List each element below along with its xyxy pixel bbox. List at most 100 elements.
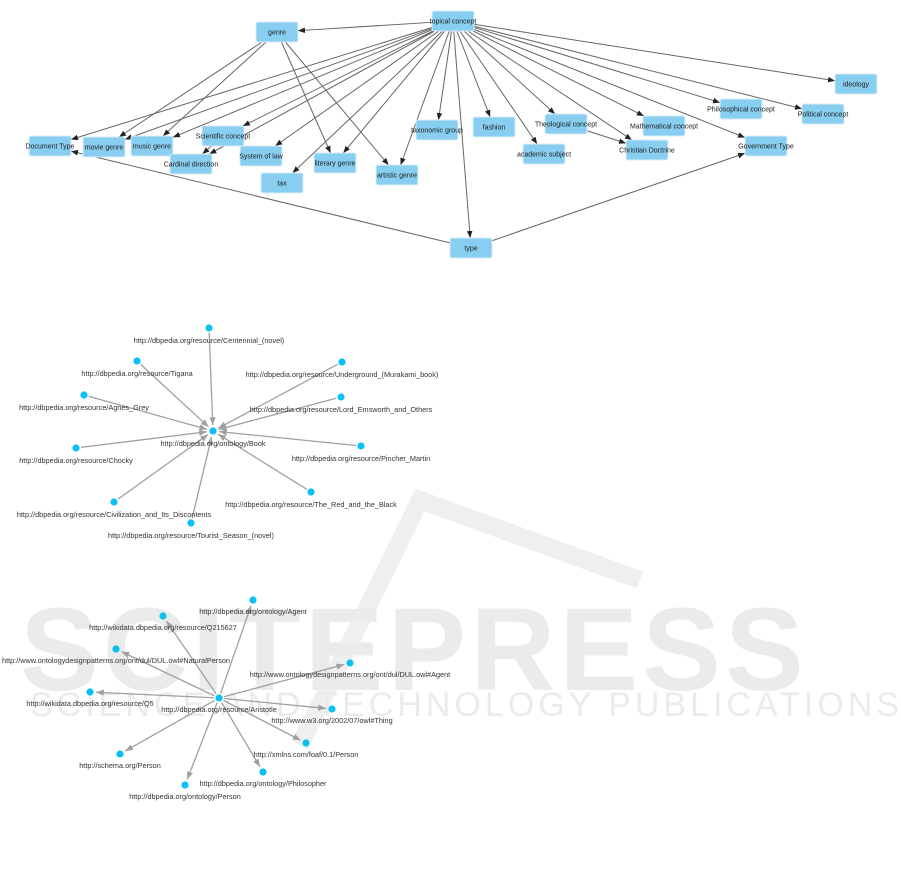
graph-node[interactable]: http://dbpedia.org/resource/Pincher_Mart… [292, 442, 430, 463]
edge-topical-concept-to-tax [292, 30, 443, 174]
node-label: academic subject [517, 151, 571, 158]
edge-topical-concept-to-artistic-genre [400, 30, 450, 166]
node-label: movie genre [85, 144, 124, 151]
node-label: music genre [133, 143, 171, 150]
node-mathematical-concept[interactable]: Mathematical concept [630, 115, 698, 137]
graph-node[interactable]: http://www.ontologydesignpatterns.org/on… [2, 645, 230, 665]
node-taxonomic-group[interactable]: taxonomic group [411, 119, 463, 141]
edge-topical-concept-to-genre [297, 21, 433, 34]
node-dot [72, 444, 80, 452]
node-dot [187, 519, 195, 527]
node-label: Political concept [798, 111, 849, 118]
node-artistic-genre[interactable]: artistic genre [375, 164, 419, 186]
node-label: tax [277, 180, 287, 187]
node-label: http://xmlns.com/foaf/0.1/Person [254, 750, 359, 759]
graph-node[interactable]: http://wikidata.dbpedia.org/resource/Q5 [26, 688, 154, 708]
graph-node[interactable]: http://xmlns.com/foaf/0.1/Person [254, 739, 359, 759]
node-dot [215, 694, 223, 702]
node-movie-genre[interactable]: movie genre [82, 136, 126, 158]
graph-edge [88, 395, 208, 431]
node-scientific-concept[interactable]: Scientific concept [196, 125, 251, 147]
graph-node[interactable]: http://dbpedia.org/resource/Centennial_(… [134, 324, 285, 345]
graph-node[interactable]: http://www.w3.org/2002/07/owl#Thing [271, 705, 393, 725]
node-label: http://wikidata.dbpedia.org/resource/Q5 [26, 699, 153, 708]
graph-node[interactable]: http://schema.org/Person [79, 750, 161, 770]
node-label: genre [268, 29, 286, 36]
graph-node[interactable]: http://wikidata.dbpedia.org/resource/Q21… [89, 612, 237, 632]
node-academic-subject[interactable]: academic subject [517, 143, 571, 165]
graph-edge [220, 605, 252, 694]
center-node[interactable]: http://dbpedia.org/ontology/Book [160, 427, 266, 448]
graph-edge [223, 699, 301, 741]
node-label: Document Type [26, 143, 75, 150]
node-box [201, 125, 245, 147]
graph-node[interactable]: http://www.ontologydesignpatterns.org/on… [250, 659, 450, 679]
node-box [28, 135, 72, 157]
edge-topical-concept-to-type [453, 30, 473, 239]
node-ideology[interactable]: ideology [834, 73, 878, 95]
node-cardinal-direction[interactable]: Cardinal direction [164, 153, 219, 175]
node-type[interactable]: type [449, 237, 493, 259]
node-label: http://dbpedia.org/resource/Tigana [81, 369, 193, 378]
graph-node[interactable]: http://dbpedia.org/resource/Tigana [81, 357, 194, 378]
graph-node[interactable]: http://dbpedia.org/ontology/Person [129, 781, 241, 801]
node-label: Cardinal direction [164, 161, 219, 168]
node-dot [209, 427, 217, 435]
graph-node[interactable]: http://dbpedia.org/ontology/Philosopher [200, 768, 328, 788]
node-box [375, 164, 419, 186]
node-literary-genre[interactable]: literary genre [313, 152, 357, 174]
node-dot [307, 488, 315, 496]
node-box [130, 135, 174, 157]
graph-edge [165, 620, 217, 695]
graph-edge [217, 363, 338, 429]
node-label: http://dbpedia.org/resource/The_Red_and_… [225, 500, 397, 509]
node-tax[interactable]: tax [260, 172, 304, 194]
center-node[interactable]: http://dbpedia.org/resource/Aristotle [161, 694, 277, 714]
node-label: Philosophical concept [707, 106, 775, 113]
node-theological-concept[interactable]: Theological concept [535, 113, 597, 135]
graph-edge [220, 701, 261, 768]
node-box [625, 139, 669, 161]
node-label: taxonomic group [411, 127, 463, 134]
node-philosophical-concept[interactable]: Philosophical concept [707, 98, 775, 120]
graph-edge [223, 663, 345, 698]
node-christian-doctrine[interactable]: Christian Doctrine [619, 139, 675, 161]
graph-node[interactable]: http://dbpedia.org/resource/The_Red_and_… [225, 488, 397, 509]
graph-node[interactable]: http://dbpedia.org/resource/Underground_… [246, 358, 439, 379]
node-document-type[interactable]: Document Type [26, 135, 75, 157]
edge-type-to-document-type [70, 150, 451, 244]
node-dot [302, 739, 310, 747]
edge-topical-concept-to-movie-genre [124, 28, 433, 140]
graph-node[interactable]: http://dbpedia.org/resource/Lord_Emswort… [250, 393, 433, 414]
node-dot [181, 781, 189, 789]
node-label: http://dbpedia.org/resource/Pincher_Mart… [292, 454, 430, 463]
node-dot [357, 442, 365, 450]
node-label: http://dbpedia.org/ontology/Book [160, 439, 265, 448]
node-music-genre[interactable]: music genre [130, 135, 174, 157]
node-box [260, 172, 304, 194]
node-dot [86, 688, 94, 696]
graph-node[interactable]: http://dbpedia.org/resource/Tourist_Seas… [108, 519, 274, 540]
node-label: http://dbpedia.org/resource/Aristotle [161, 705, 277, 714]
node-topical-concept[interactable]: topical concept [430, 10, 477, 32]
node-system-of-law[interactable]: System of law [239, 145, 284, 167]
graph-node[interactable]: http://dbpedia.org/resource/Civilization… [17, 498, 212, 519]
graph-node[interactable]: http://dbpedia.org/resource/Chocky [19, 444, 133, 465]
node-fashion[interactable]: fashion [472, 116, 516, 138]
node-dot [159, 612, 167, 620]
node-label: topical concept [430, 18, 477, 25]
node-box [834, 73, 878, 95]
graph-edge [117, 433, 209, 500]
edge-topical-concept-to-fashion [456, 30, 491, 118]
watermark-logo-mark [291, 488, 644, 749]
node-label: type [464, 245, 477, 252]
node-genre[interactable]: genre [255, 21, 299, 43]
node-box [255, 21, 299, 43]
edge-genre-to-artistic-genre [285, 41, 389, 166]
node-box [313, 152, 357, 174]
node-label: http://dbpedia.org/resource/Lord_Emswort… [250, 405, 433, 414]
graph-node[interactable]: http://dbpedia.org/resource/Agnes_Grey [19, 391, 149, 412]
node-government-type[interactable]: Government Type [738, 135, 794, 157]
node-political-concept[interactable]: Political concept [798, 103, 849, 125]
graph-node[interactable]: http://dbpedia.org/ontology/Agent [199, 596, 307, 616]
